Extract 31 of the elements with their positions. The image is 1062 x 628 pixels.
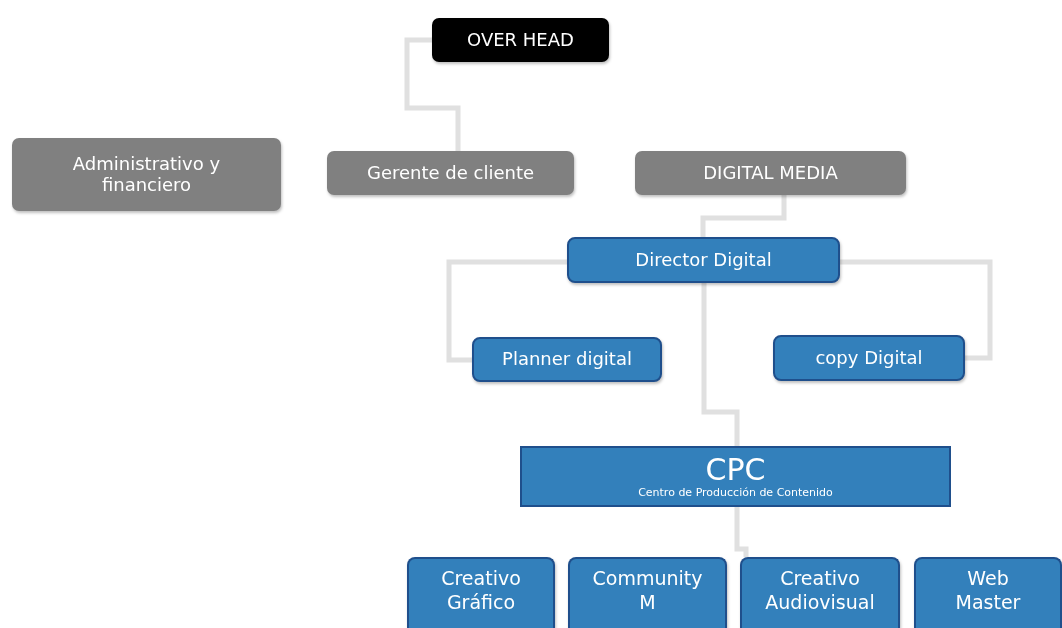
org-box	[773, 335, 965, 381]
box-label: Administrativo y financiero	[71, 153, 222, 196]
box-label: Community M	[592, 567, 703, 615]
org-box	[327, 151, 574, 195]
connector-line	[446, 259, 567, 363]
box-label: OVER HEAD	[467, 29, 574, 51]
org-box	[740, 557, 900, 628]
connector-line	[840, 259, 993, 361]
connector-line	[734, 507, 749, 557]
connector-line	[700, 195, 787, 237]
org-box	[472, 337, 662, 382]
org-box	[407, 557, 555, 628]
org-box	[432, 18, 609, 62]
box-label: Planner digital	[502, 349, 632, 370]
org-box	[12, 138, 281, 211]
box-subtitle: Centro de Producción de Contenido	[638, 485, 833, 499]
org-box	[567, 237, 840, 283]
box-label: Creativo Audiovisual	[765, 567, 875, 615]
box-label: Creativo Gráfico	[440, 567, 522, 615]
org-box	[914, 557, 1062, 628]
box-label: CPC	[705, 454, 766, 486]
org-box	[520, 446, 951, 507]
org-box	[635, 151, 906, 195]
box-label: DIGITAL MEDIA	[703, 162, 838, 184]
connector-line	[701, 283, 740, 446]
org-box	[568, 557, 727, 628]
box-label: Director Digital	[635, 249, 772, 271]
box-label: copy Digital	[815, 347, 923, 369]
box-label: Gerente de cliente	[366, 162, 535, 184]
box-label: Web Master	[954, 567, 1022, 615]
connector-line	[404, 37, 461, 151]
